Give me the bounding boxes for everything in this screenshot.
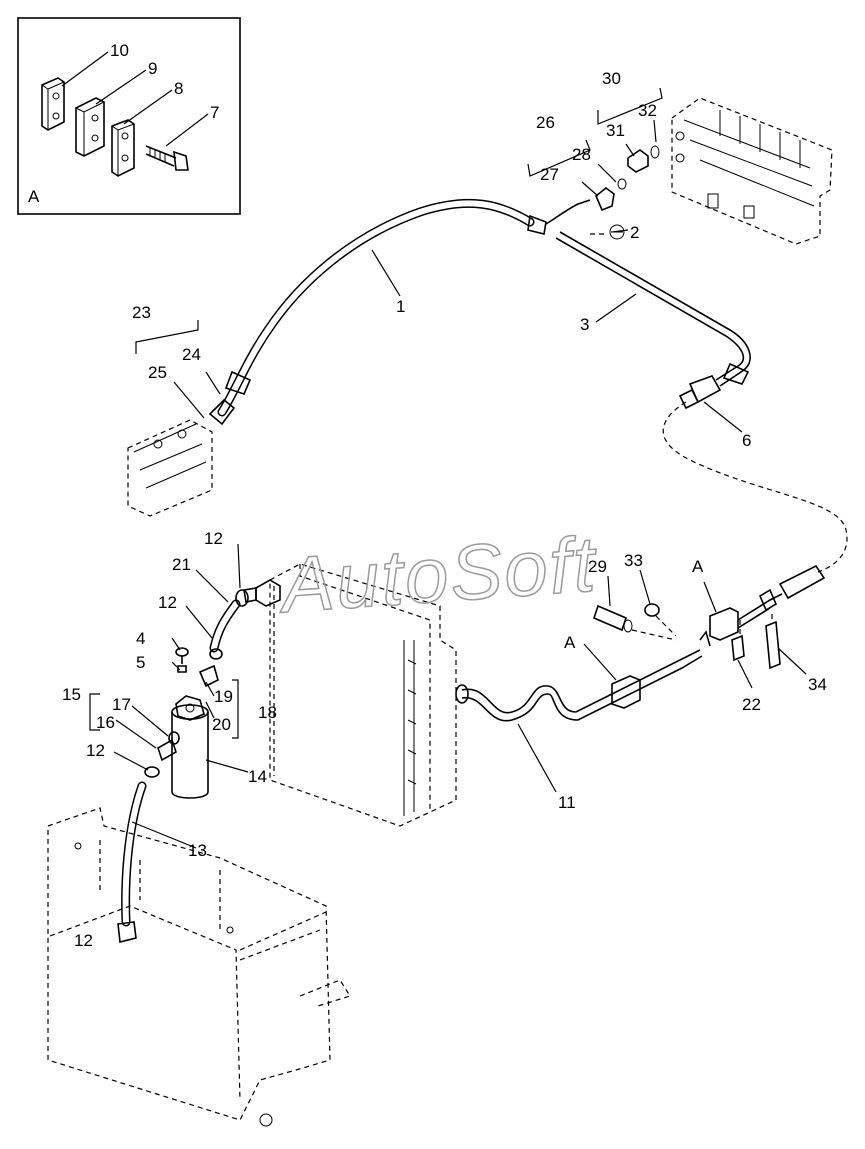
callout-3: 3 xyxy=(580,315,589,334)
callout-14: 14 xyxy=(248,767,267,786)
callout-22: 22 xyxy=(742,695,761,714)
callout-7: 7 xyxy=(210,103,219,122)
callout-24: 24 xyxy=(182,345,201,364)
callout-29: 29 xyxy=(588,557,607,576)
callout-12a: 12 xyxy=(204,529,223,548)
callout-6: 6 xyxy=(742,431,751,450)
callout-30: 30 xyxy=(602,69,621,88)
callout-32: 32 xyxy=(638,101,657,120)
callout-12b: 12 xyxy=(158,593,177,612)
inset-label: A xyxy=(28,187,40,206)
callout-18: 18 xyxy=(258,703,277,722)
callout-8: 8 xyxy=(174,79,183,98)
callout-5: 5 xyxy=(136,653,145,672)
callout-31: 31 xyxy=(606,121,625,140)
callout-33: 33 xyxy=(624,551,643,570)
inset-clamp-detail xyxy=(17,17,241,215)
callout-16: 16 xyxy=(96,713,115,732)
callout-28: 28 xyxy=(572,145,591,164)
clamp-label-a1: A xyxy=(564,633,576,652)
callout-21: 21 xyxy=(172,555,191,574)
callout-2: 2 xyxy=(630,223,639,242)
control-valve-left xyxy=(127,419,213,517)
callout-15: 15 xyxy=(62,685,81,704)
callout-10: 10 xyxy=(110,41,129,60)
watermark: AutoSoft xyxy=(275,519,601,629)
callout-4: 4 xyxy=(136,629,145,648)
callout-20: 20 xyxy=(212,715,231,734)
callout-26: 26 xyxy=(536,113,555,132)
callout-25: 25 xyxy=(148,363,167,382)
callout-1: 1 xyxy=(396,297,405,316)
clamp-label-a2: A xyxy=(692,557,704,576)
hydraulic-tank xyxy=(47,807,351,1127)
callout-12d: 12 xyxy=(74,931,93,950)
callout-11: 11 xyxy=(558,793,576,812)
callout-23: 23 xyxy=(132,303,151,322)
callout-12c: 12 xyxy=(86,741,105,760)
callout-19: 19 xyxy=(214,687,233,706)
callout-27: 27 xyxy=(540,165,559,184)
callout-17: 17 xyxy=(112,695,131,714)
filter-canister xyxy=(171,695,209,799)
callout-13: 13 xyxy=(188,841,207,860)
callout-9: 9 xyxy=(148,59,157,78)
callout-34: 34 xyxy=(808,675,827,694)
oil-cooler xyxy=(243,563,457,827)
control-valve-upper-right xyxy=(671,97,833,245)
